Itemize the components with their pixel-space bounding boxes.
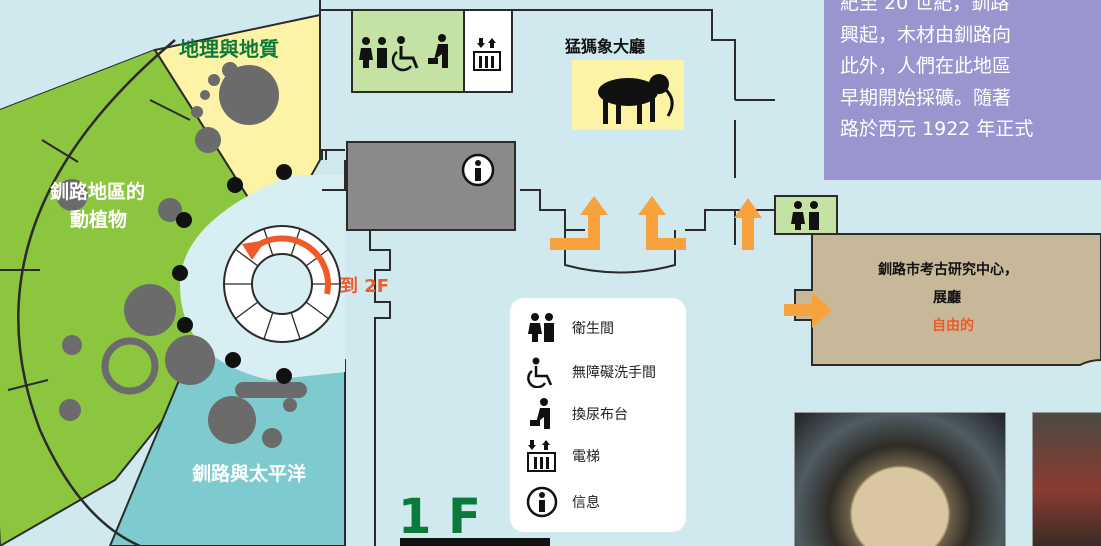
legend-row-accessible: 無障礙洗手間	[526, 354, 656, 390]
accessible-restroom-icon	[527, 357, 553, 388]
zone-label-pacific: 釧路與太平洋	[192, 462, 306, 485]
archaeology-label-line2: 展廳	[933, 289, 961, 306]
elevator-icon	[527, 440, 556, 472]
zone-label-flora-line2: 動植物	[70, 208, 127, 231]
information-icon	[461, 153, 495, 187]
direction-arrows	[550, 196, 832, 328]
information-desk[interactable]	[346, 141, 516, 231]
exhibit-photo-1	[794, 412, 1006, 546]
restroom-icon	[528, 313, 554, 342]
zone-label-geography: 地理與地質	[179, 37, 279, 61]
archaeology-label-line1: 釧路市考古研究中心，	[878, 261, 1018, 278]
walls	[319, 0, 812, 546]
info-line-5: 路於西元 1922 年正式	[840, 118, 1034, 140]
legend-row-diaper: 換尿布台	[526, 396, 628, 432]
legend-panel: 衛生間 無障礙洗手間 換尿布台 電梯 信息	[510, 298, 686, 532]
outer-wall	[17, 39, 176, 546]
stairs-label: 到 2F	[340, 276, 389, 297]
elevator-icon	[473, 38, 501, 71]
restroom-east-icon	[791, 201, 819, 230]
legend-label-restroom: 衛生間	[572, 321, 614, 337]
exhibit-dots	[56, 62, 297, 448]
legend-row-information: 信息	[526, 484, 600, 520]
restroom-east[interactable]	[774, 195, 838, 235]
info-panel	[824, 0, 1101, 180]
legend-label-accessible: 無障礙洗手間	[572, 365, 656, 381]
exhibit-photo-2	[1032, 412, 1101, 546]
exhibit-bench	[235, 382, 307, 398]
legend-label-elevator: 電梯	[572, 449, 600, 465]
floor-label: 1 F	[398, 489, 481, 545]
diaper-changing-icon	[428, 34, 448, 68]
archaeology-free-label: 自由的	[932, 317, 974, 334]
accessible-restroom-icon	[391, 36, 419, 72]
restroom-icon	[359, 37, 387, 68]
info-line-3: 此外，人們在此地區	[840, 55, 1012, 77]
zone-label-flora-line1: 釧路地區的	[50, 180, 145, 203]
info-line-4: 早期開始採礦。隨著	[840, 86, 1012, 109]
exhibit-ring	[101, 337, 159, 395]
legend-label-diaper: 換尿布台	[572, 407, 628, 423]
diaper-changing-icon	[530, 398, 550, 429]
information-icon	[526, 486, 558, 518]
spiral-staircase[interactable]	[223, 225, 341, 343]
info-line-1: 紀至 20 世紀，釧路	[840, 0, 1010, 14]
pillar-dots	[172, 164, 292, 384]
legend-row-elevator: 電梯	[526, 438, 600, 474]
floor-underline	[400, 538, 550, 546]
mammoth-hall-label: 猛獁象大廳	[564, 37, 645, 56]
info-line-2: 興起，木材由釧路向	[840, 23, 1012, 46]
legend-row-restroom: 衛生間	[526, 310, 614, 346]
info-panel-text: 紀至 20 世紀，釧路興起，木材由釧路向此外，人們在此地區早期開始採礦。隨著路於…	[840, 0, 1101, 146]
legend-label-information: 信息	[572, 495, 600, 511]
